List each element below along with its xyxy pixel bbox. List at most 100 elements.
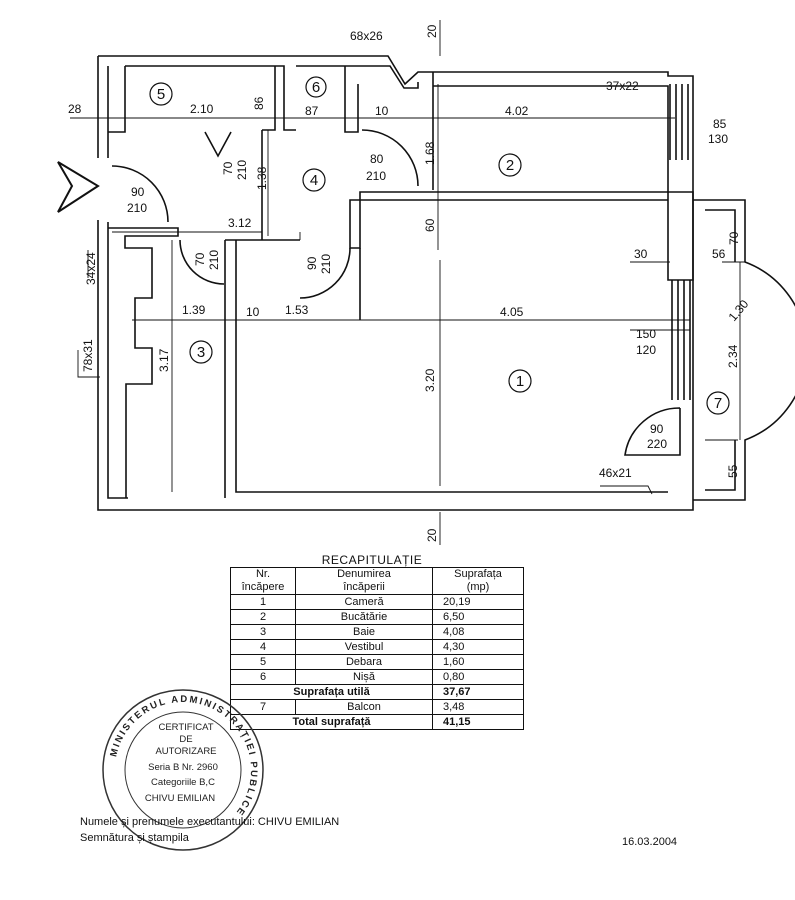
balcony-inner (705, 209, 736, 491)
dim-60: 60 (423, 218, 437, 232)
outer-wall (98, 55, 694, 511)
room-label-2: 2 (506, 157, 514, 174)
dim-30: 30 (634, 247, 648, 261)
dim-56: 56 (712, 247, 726, 261)
room-circle-3 (189, 340, 213, 364)
dim-150: 150 (636, 327, 656, 341)
wall-kitchen (349, 72, 669, 249)
dim-10b: 10 (246, 305, 260, 319)
author-block: Numele și prenumele executantului: CHIVU… (80, 814, 339, 846)
dim-37x22: 37x22 (606, 79, 639, 93)
dim-34x24: 34x24 (84, 252, 98, 285)
dim-3-12: 3.12 (228, 216, 252, 230)
floor-plan: 5 6 4 2 3 1 7 20 68x26 28 2.10 86 87 10 … (57, 20, 795, 545)
door-kitchen (361, 129, 419, 187)
dim-1-38: 1.38 (255, 166, 269, 190)
room-circle-4 (302, 168, 326, 192)
recap-title: RECAPITULAȚIE (321, 553, 423, 567)
dim-68x26: 68x26 (350, 29, 383, 43)
dim-210b: 210 (235, 160, 249, 180)
wall-room5 (108, 65, 296, 133)
dim-1-39: 1.39 (182, 303, 206, 317)
dim-70c: 70 (727, 231, 741, 245)
dim-80: 80 (370, 152, 384, 166)
dim-1-30: 1,30 (726, 297, 752, 324)
dim-130: 130 (708, 132, 728, 146)
balcony-outline (693, 199, 795, 501)
official-stamp: MINISTERUL ADMINISTRAȚIEI PUBLICE CERTIF… (102, 689, 264, 851)
dim-2-10: 2.10 (190, 102, 214, 116)
dim-small (77, 250, 653, 495)
dim-90a: 90 (131, 185, 145, 199)
room-circle-6 (305, 76, 327, 98)
dim-lines (70, 20, 745, 545)
room-circle-1 (508, 369, 532, 393)
author-line: Numele și prenumele executantului: CHIVU… (80, 816, 340, 828)
pillar (667, 191, 694, 281)
outer-wall-left (97, 56, 670, 511)
dim-3-17: 3.17 (157, 348, 171, 372)
dim-28: 28 (68, 102, 82, 116)
stamp-line: AUTORIZARE (155, 746, 216, 757)
window-kitchen (669, 84, 689, 160)
dim-87: 87 (305, 104, 319, 118)
dim-1-53: 1.53 (285, 303, 309, 317)
wall-room6 (296, 65, 419, 133)
door-room5 (204, 131, 232, 158)
room-label-3: 3 (197, 344, 205, 361)
room-label-7: 7 (714, 395, 722, 412)
dim-2-34: 2.34 (726, 344, 740, 368)
room-label-4: 4 (310, 172, 318, 189)
dim-210d: 210 (127, 201, 147, 215)
header-nr: Nr.încăpere (230, 567, 296, 595)
dim-4-05: 4.05 (500, 305, 524, 319)
stamp-line: CERTIFICAT (158, 722, 213, 733)
dim-70a: 70 (221, 161, 235, 175)
door-bath (179, 239, 225, 285)
dim-86: 86 (252, 96, 266, 110)
dim-4-02: 4.02 (505, 104, 529, 118)
dim-90b: 90 (305, 256, 319, 270)
dim-90c: 90 (650, 422, 664, 436)
door-entrance (111, 165, 169, 223)
room-circle-5 (149, 82, 173, 106)
door-balcony (624, 407, 681, 456)
stamp-line: DE (179, 734, 192, 745)
window-room1 (671, 280, 691, 400)
dim-210e: 210 (207, 250, 221, 270)
room-circle-7 (706, 391, 730, 415)
dim-210f: 210 (319, 254, 333, 274)
dim-120: 120 (636, 343, 656, 357)
dim-220: 220 (647, 437, 667, 451)
signature-line: Semnătura și ștampila (80, 832, 189, 844)
dim-1-68: 1.68 (423, 141, 437, 165)
dim-55: 55 (726, 464, 740, 478)
stamp-line: Seria B Nr. 2960 (148, 762, 218, 773)
entrance-arrow (57, 161, 100, 213)
document-date: 16.03.2004 (622, 836, 678, 848)
room-label-6: 6 (312, 79, 320, 96)
dim-85: 85 (713, 117, 727, 131)
room-label-1: 1 (516, 373, 524, 390)
room-circle-2 (498, 153, 522, 177)
header-area: Suprafața(mp) (432, 567, 524, 595)
wall-room4-right (261, 130, 361, 320)
dim-70b: 70 (193, 252, 207, 266)
dim-3-20: 3.20 (423, 368, 437, 392)
dim-46x21: 46x21 (599, 466, 632, 480)
wall-hall (108, 227, 179, 498)
door-room1 (299, 247, 351, 299)
stamp-line: CHIVU EMILIAN (145, 793, 215, 804)
dim-10a: 10 (375, 104, 389, 118)
wall-bath (224, 239, 668, 498)
